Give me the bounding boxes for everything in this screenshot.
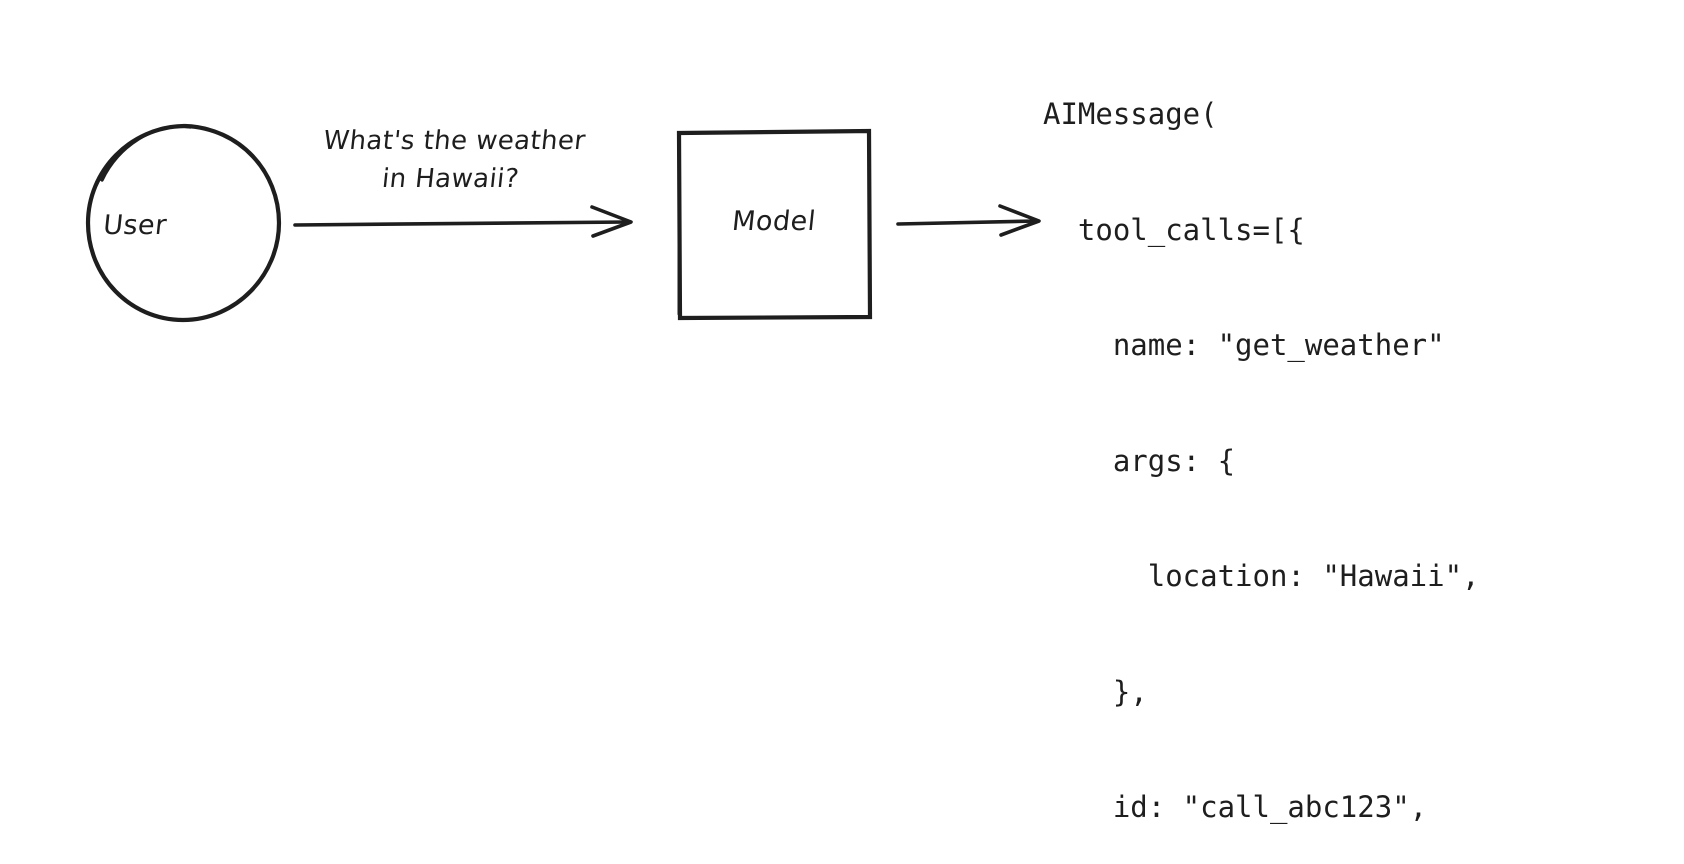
model-node-shape[interactable] (676, 128, 873, 321)
user-node-label: User (101, 210, 169, 241)
user-node-shape[interactable] (85, 123, 282, 323)
arrow-user-to-model (293, 205, 633, 238)
ai-message-code-block: AIMessage( tool_calls=[{ name: "get_weat… (1043, 18, 1480, 864)
code-line: name: "get_weather" (1043, 328, 1445, 362)
code-line: AIMessage( (1043, 97, 1218, 131)
code-line: id: "call_abc123", (1043, 790, 1428, 824)
diagram-canvas (85, 123, 1041, 323)
code-line: location: "Hawaii", (1043, 559, 1480, 593)
model-node-label: Model (730, 206, 818, 237)
code-line: args: { (1043, 443, 1236, 478)
code-line: tool_calls=[{ (1043, 212, 1305, 247)
arrow-model-to-output (896, 204, 1041, 237)
edge-label-user-to-model: What's the weather in Hawaii? (291, 122, 614, 198)
code-line: }, (1043, 674, 1148, 709)
edge-label-line-2: in Hawaii? (380, 164, 521, 194)
edge-label-line-1: What's the weather (321, 126, 588, 156)
